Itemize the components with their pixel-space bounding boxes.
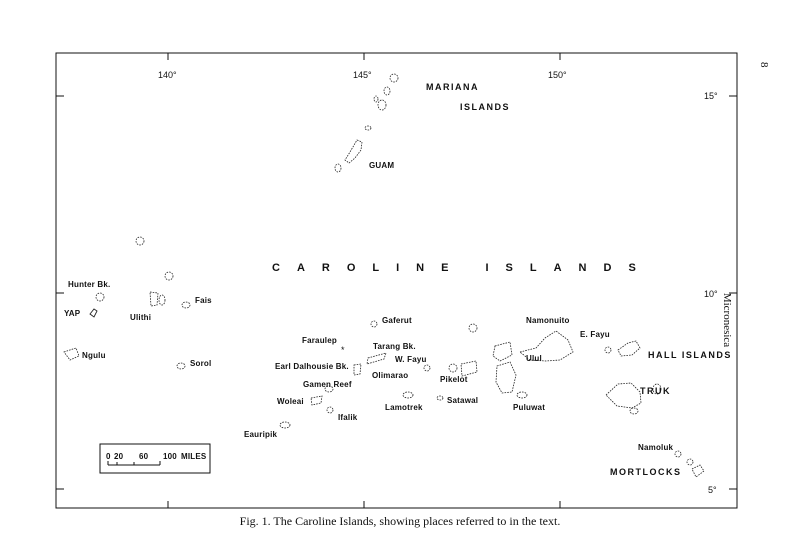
fais-label: Fais (195, 296, 212, 305)
latitude-label-5: 5° (708, 485, 717, 495)
longitude-ticks (167, 53, 561, 508)
hall-islands-label: HALL ISLANDS (648, 350, 732, 360)
ifalik-label: Ifalik (338, 413, 358, 422)
yap-label: YAP (64, 309, 81, 318)
namonuito-label: Namonuito (526, 316, 570, 325)
guam-label: GUAM (369, 161, 394, 170)
scale-unit: MILES (181, 452, 207, 461)
caroline-islands-label: CAROLINE ISLANDS (272, 262, 653, 274)
eastern-islands-outlines (492, 330, 705, 478)
gaferut-label: Gaferut (382, 316, 412, 325)
scale-tick-100: 100 (163, 452, 177, 461)
eauripik-label: Eauripik (244, 430, 278, 439)
mortlocks-label: MORTLOCKS (610, 467, 682, 477)
olimarao-label: Olimarao (372, 371, 408, 380)
latitude-label-15: 15° (704, 91, 718, 101)
latitude-label-10: 10° (704, 289, 718, 299)
latitude-ticks (56, 95, 737, 490)
puluwat-label: Puluwat (513, 403, 545, 412)
satawal-label: Satawal (447, 396, 478, 405)
pikelot-label: Pikelot (440, 375, 468, 384)
ulithi-label: Ulithi (130, 313, 151, 322)
figure-caption: Fig. 1. The Caroline Islands, showing pl… (239, 514, 561, 528)
longitude-label-150: 150° (548, 70, 567, 80)
mariana-islands-label: ISLANDS (460, 102, 510, 112)
mariana-label: MARIANA (426, 82, 479, 92)
longitude-label-140: 140° (158, 70, 177, 80)
ulul-label: Ulul (526, 354, 542, 363)
svg-text:*: * (341, 345, 345, 355)
map-frame (55, 52, 738, 509)
sorol-label: Sorol (190, 359, 211, 368)
tarang-bank-label: Tarang Bk. (373, 342, 416, 351)
scale-bar: 0 20 60 100 MILES (99, 443, 211, 474)
west-fayu-label: W. Fayu (395, 355, 427, 364)
central-islands-outlines: * (279, 320, 478, 429)
truk-label: TRUK (640, 386, 671, 396)
faraulep-label: Faraulep (302, 336, 337, 345)
east-fayu-label: E. Fayu (580, 330, 610, 339)
scale-tick-20: 20 (114, 452, 124, 461)
earl-dalhousie-bank-label: Earl Dalhousie Bk. (275, 362, 349, 371)
woleai-label: Woleai (277, 397, 304, 406)
scale-tick-60: 60 (139, 452, 149, 461)
mariana-islands-outlines (334, 73, 399, 173)
namoluk-label: Namoluk (638, 443, 674, 452)
longitude-label-145: 145° (353, 70, 372, 80)
lamotrek-label: Lamotrek (385, 403, 423, 412)
gamen-reef-label: Gamen Reef (303, 380, 352, 389)
scale-tick-0: 0 (106, 452, 111, 461)
western-islands-outlines (63, 236, 191, 370)
ngulu-label: Ngulu (82, 351, 106, 360)
journal-side-label: Micronesica (721, 292, 733, 348)
hunter-bank-label: Hunter Bk. (68, 280, 110, 289)
page-number: 8 (758, 62, 770, 68)
